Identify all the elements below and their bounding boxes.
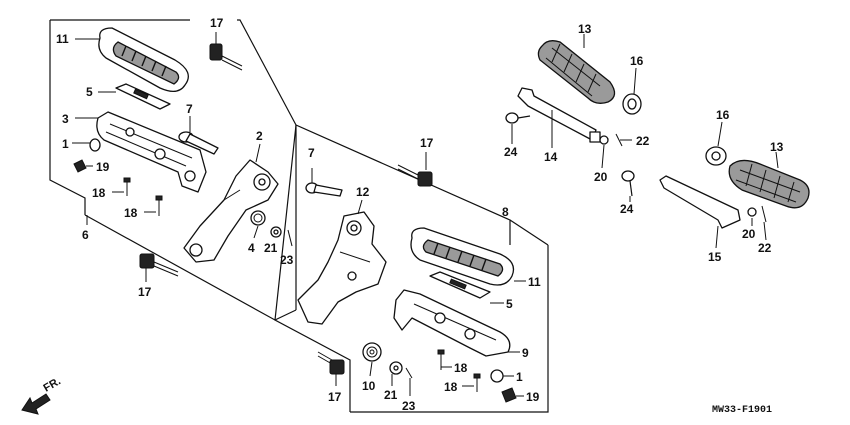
footpeg-rubber-top <box>98 27 189 92</box>
cotter-pin-23-bottom <box>405 367 413 396</box>
callout-16-right: 16 <box>716 108 730 122</box>
callout-7-mid: 7 <box>308 146 315 160</box>
callout-3: 3 <box>62 112 69 126</box>
plate-bottom <box>429 271 491 299</box>
callout-20-right: 20 <box>742 227 756 241</box>
bushing-top <box>89 138 101 152</box>
callout-13-top: 13 <box>578 22 592 36</box>
callout-16-top: 16 <box>630 54 644 68</box>
direction-label: FR. <box>42 375 63 394</box>
bolt-17-mid <box>397 152 433 187</box>
callout-5-bottom: 5 <box>506 297 513 311</box>
washer-20-right <box>747 207 757 226</box>
bolt-19-bottom <box>501 387 524 403</box>
callout-19-bottom: 19 <box>526 390 540 404</box>
callout-9: 9 <box>522 346 529 360</box>
pin-24-bottom <box>621 170 635 202</box>
callout-21-top: 21 <box>264 241 278 255</box>
plate-top <box>115 83 171 110</box>
callout-18-bottom-b: 18 <box>444 380 458 394</box>
bolt-19-top <box>73 159 93 173</box>
callout-14: 14 <box>544 150 558 164</box>
callout-11-bottom: 11 <box>528 275 541 289</box>
bracket-12 <box>297 199 387 325</box>
cotter-pin-22-top <box>615 133 632 147</box>
middle-assembly-frame <box>274 124 549 413</box>
footpeg-bracket-bottom <box>393 289 511 357</box>
passenger-rubber-top <box>537 34 616 104</box>
callout-24-top: 24 <box>504 145 518 159</box>
callout-12: 12 <box>356 185 370 199</box>
pin-7-mid <box>305 168 343 197</box>
callout-22-top: 22 <box>636 134 650 148</box>
bolt-17-top <box>209 32 243 71</box>
callout-18-bottom-a: 18 <box>454 361 468 375</box>
callout-24-bottom: 24 <box>620 202 634 216</box>
callout-7-top: 7 <box>186 102 193 116</box>
passenger-step-bar <box>517 87 601 148</box>
screw-18-top-b <box>144 195 163 216</box>
callout-17-mid: 17 <box>420 136 434 150</box>
callout-21-bottom: 21 <box>384 388 398 402</box>
footpeg-rubber-bottom <box>410 227 515 286</box>
callout-6: 6 <box>82 228 89 242</box>
bolt-17-left-bottom <box>139 253 179 282</box>
callout-20-top: 20 <box>594 170 608 184</box>
callout-23-bottom: 23 <box>402 399 416 413</box>
washer-20-top <box>599 135 609 169</box>
footpeg-bracket-top <box>96 111 207 193</box>
spring-10-bottom <box>362 342 382 377</box>
callout-15: 15 <box>708 250 722 264</box>
reference-code: MW33-F1901 <box>712 405 772 416</box>
callout-13-right: 13 <box>770 140 784 154</box>
washer-16-top <box>622 67 642 115</box>
cotter-pin-23-top <box>287 229 293 247</box>
screw-18-bottom-b <box>462 373 481 392</box>
callout-1-bottom: 1 <box>516 370 523 384</box>
callout-5-top: 5 <box>86 85 93 99</box>
cotter-pin-22-right <box>761 205 767 241</box>
callout-17-left-bottom: 17 <box>138 285 152 299</box>
callout-17-bottom: 17 <box>328 390 342 404</box>
callout-22-right: 22 <box>758 241 772 255</box>
callout-18-top-b: 18 <box>124 206 138 220</box>
passenger-step-bar-right <box>659 175 741 249</box>
callout-10: 10 <box>362 379 376 393</box>
passenger-rubber-right <box>728 151 810 209</box>
callout-1-top: 1 <box>62 137 69 151</box>
washer-21-top <box>270 226 282 238</box>
callout-8: 8 <box>502 205 509 219</box>
washer-16-right <box>705 121 727 166</box>
pin-7-top <box>178 116 219 155</box>
screw-18-bottom-a <box>437 349 452 370</box>
spring-4-top <box>250 210 266 239</box>
bushing-bottom <box>490 369 504 383</box>
bolt-17-bottom <box>317 351 345 386</box>
callout-23-top: 23 <box>280 253 294 267</box>
callout-18-top-a: 18 <box>92 186 106 200</box>
callout-2: 2 <box>256 129 263 143</box>
bracket-2 <box>183 143 279 263</box>
front-direction-arrow-icon <box>21 393 51 415</box>
callout-19-top: 19 <box>96 160 110 174</box>
callout-17-top: 17 <box>210 16 224 30</box>
callout-4: 4 <box>248 241 255 255</box>
callout-11-top: 11 <box>56 32 69 46</box>
screw-18-top-a <box>112 177 131 196</box>
pin-24-top <box>505 112 531 144</box>
washer-21-bottom <box>389 361 403 386</box>
